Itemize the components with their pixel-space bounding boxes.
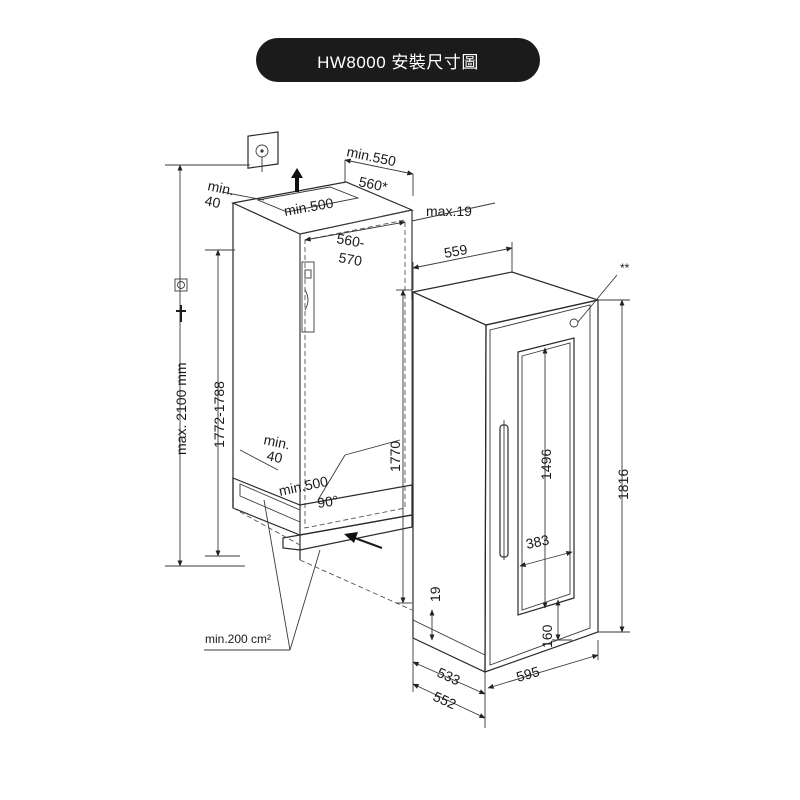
left-dimensions: max. 2100 mm 1772-1788 min. 40 min.500 9… (165, 164, 339, 567)
airflow-arrow-icon (291, 168, 303, 192)
dim-560-star: 560* (357, 173, 389, 195)
dim-533: 533 (435, 664, 463, 688)
dim-559: 559 (443, 241, 469, 261)
dim-max-2100: max. 2100 mm (173, 362, 189, 455)
dim-383: 383 (524, 531, 550, 552)
dim-min-200: min.200 cm² (205, 632, 271, 646)
dim-560-570-b: 570 (337, 249, 363, 269)
page-title: HW8000 安裝尺寸圖 (256, 38, 540, 82)
dim-min-bottom: min. (262, 431, 291, 452)
niche-cabinet (231, 181, 414, 611)
dim-552: 552 (431, 688, 459, 712)
dim-40-bottom: 40 (265, 447, 284, 466)
dim-1772-1788: 1772-1788 (211, 381, 227, 448)
socket-icon (247, 131, 279, 172)
appliance-dimensions: 559 ** 1770 1816 1496 383 160 19 533 (387, 241, 631, 728)
dim-1496: 1496 (538, 449, 554, 480)
dim-max-19: max.19 (426, 203, 472, 219)
dim-595: 595 (514, 663, 541, 685)
dim-160: 160 (539, 624, 555, 648)
dim-90-deg: 90° (316, 492, 339, 511)
appliance-body (411, 271, 601, 673)
dim-1770: 1770 (387, 441, 403, 472)
dim-1816: 1816 (615, 469, 631, 500)
vent-area-callout: min.200 cm² (204, 499, 321, 651)
dim-asterisk: ** (620, 261, 630, 275)
dim-19: 19 (427, 586, 443, 602)
plug-icon (174, 278, 188, 322)
dim-40-top: 40 (203, 192, 222, 211)
dim-min-500-top: min.500 (283, 195, 335, 219)
airflow-arrow-bottom-icon (344, 532, 383, 549)
